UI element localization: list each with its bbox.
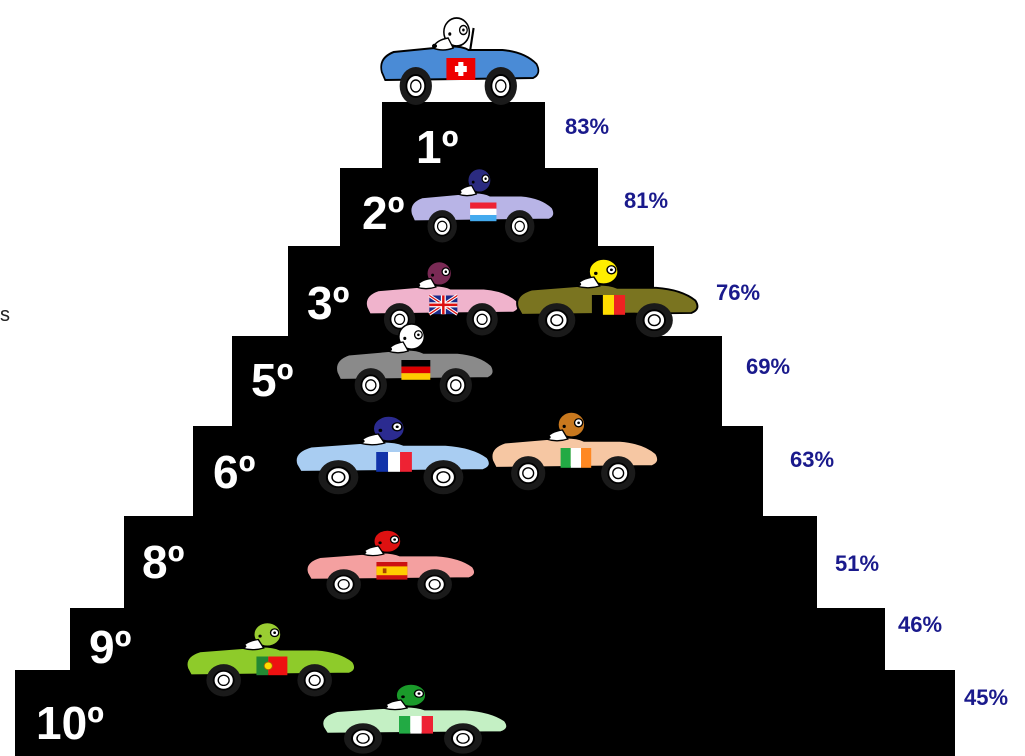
podium-step-5 [232,336,722,430]
podium-step-1 [382,102,545,172]
cut-off-text-fragment: s [0,304,10,326]
percentage-10: 45% [964,685,1009,710]
rank-label-8: 8º [142,536,185,588]
race-car-luxembourg [409,167,555,243]
rank-label-5: 5º [251,354,294,406]
percentage-3: 76% [716,280,761,305]
podium-step-6 [193,426,763,520]
race-car-switzerland [380,17,540,105]
percentage-5: 69% [746,354,791,379]
rank-label-10: 10º [36,697,104,749]
race-car-italy [321,683,509,754]
rank-label-3: 3º [307,277,350,329]
rank-label-2: 2º [362,187,405,239]
race-car-france [294,415,491,495]
rank-label-9: 9º [89,621,132,673]
percentage-1: 83% [565,114,610,139]
percentage-6: 63% [790,447,835,472]
rank-label-6: 6º [213,446,256,498]
race-car-germany [335,323,495,403]
percentage-8: 51% [835,551,880,576]
percentage-2: 81% [624,188,669,213]
podium-step-8 [124,516,817,612]
race-car-portugal [185,621,356,697]
race-car-spain [305,529,476,600]
percentage-9: 46% [898,612,943,637]
race-car-ireland [490,411,659,491]
rank-label-1: 1º [416,121,459,173]
race-car-belgium [516,258,699,338]
